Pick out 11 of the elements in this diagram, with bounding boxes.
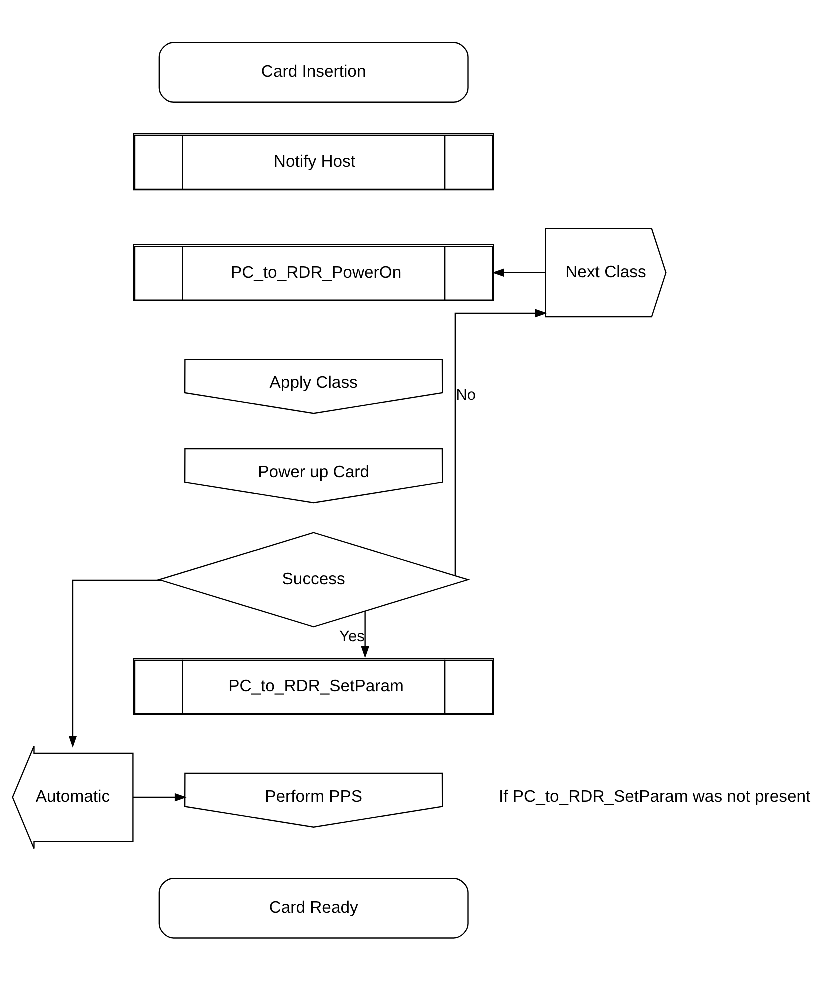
arrow [361, 611, 370, 658]
arrow [492, 268, 546, 278]
node-diamond: Success [157, 532, 470, 628]
arrow [454, 309, 548, 576]
label: If PC_to_RDR_SetParam was not present [499, 786, 811, 806]
arrow [68, 580, 162, 748]
node-box: Card Ready [158, 878, 469, 939]
edge-label: Yes [340, 628, 365, 646]
node-box: Card Insertion [158, 42, 469, 103]
arrow [133, 793, 187, 802]
edge-label: No [456, 386, 476, 404]
